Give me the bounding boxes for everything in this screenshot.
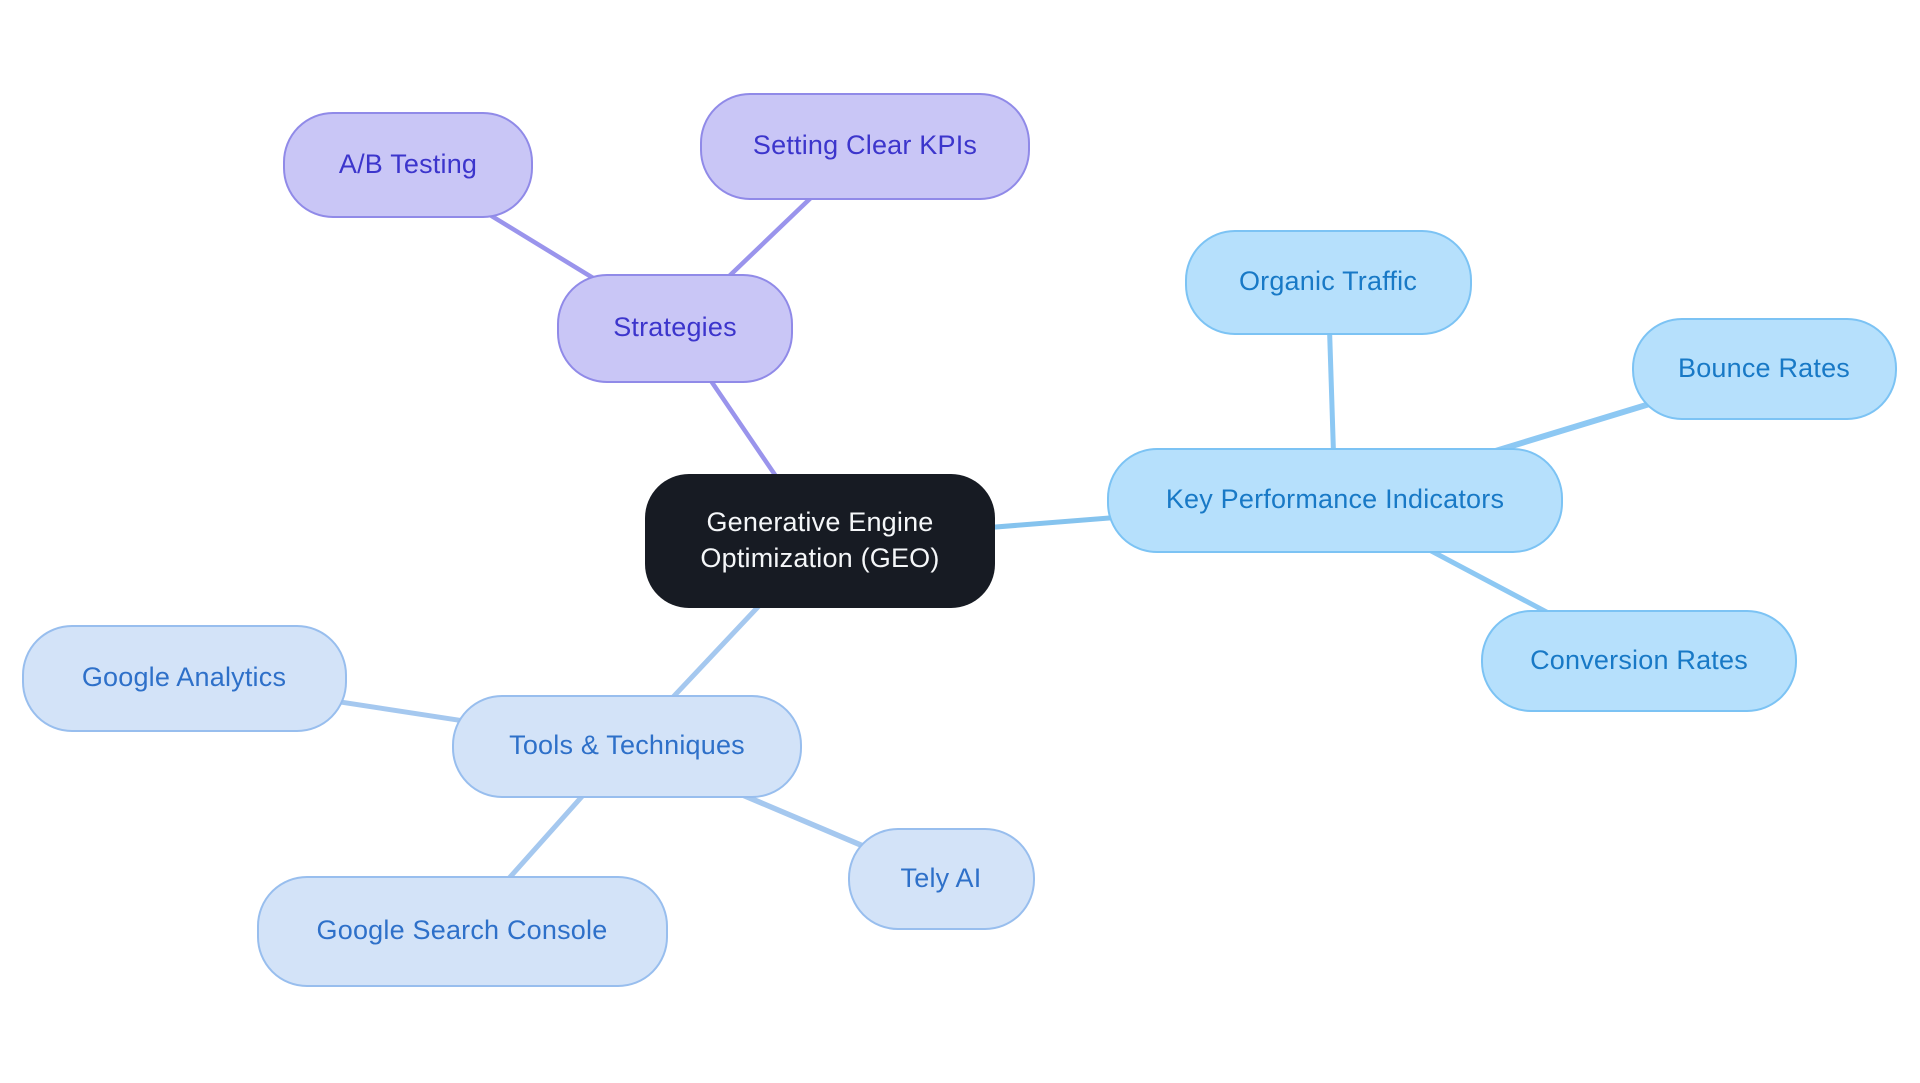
- node-strategies[interactable]: Strategies: [557, 273, 793, 383]
- node-conversion-rates[interactable]: Conversion Rates: [1481, 610, 1797, 712]
- node-geo-label: Generative Engine Optimization (GEO): [700, 507, 940, 573]
- node-bounce-rates[interactable]: Bounce Rates: [1631, 318, 1897, 420]
- node-tools[interactable]: Tools & Techniques: [452, 694, 802, 798]
- node-kpi[interactable]: Key Performance Indicators: [1107, 447, 1563, 553]
- node-kpi-label: Key Performance Indicators: [1165, 484, 1505, 515]
- node-google-search-console-label: Google Search Console: [316, 915, 608, 946]
- node-bounce-rates-label: Bounce Rates: [1677, 353, 1850, 384]
- node-ab-testing-label: A/B Testing: [338, 149, 478, 180]
- node-tools-label: Tools & Techniques: [509, 730, 745, 761]
- node-geo[interactable]: Generative Engine Optimization (GEO): [645, 474, 995, 608]
- node-google-analytics-label: Google Analytics: [81, 662, 287, 693]
- node-strategies-label: Strategies: [613, 312, 737, 343]
- node-tely-ai[interactable]: Tely AI: [847, 828, 1035, 930]
- node-organic-traffic-label: Organic Traffic: [1238, 266, 1418, 297]
- node-tely-ai-label: Tely AI: [900, 863, 982, 894]
- node-organic-traffic[interactable]: Organic Traffic: [1184, 229, 1472, 335]
- node-setting-clear-kpis-label: Setting Clear KPIs: [752, 130, 978, 161]
- node-ab-testing[interactable]: A/B Testing: [283, 112, 533, 218]
- node-google-analytics[interactable]: Google Analytics: [21, 624, 347, 732]
- node-setting-clear-kpis[interactable]: Setting Clear KPIs: [700, 92, 1030, 200]
- node-google-search-console[interactable]: Google Search Console: [256, 875, 668, 987]
- node-conversion-rates-label: Conversion Rates: [1530, 645, 1748, 676]
